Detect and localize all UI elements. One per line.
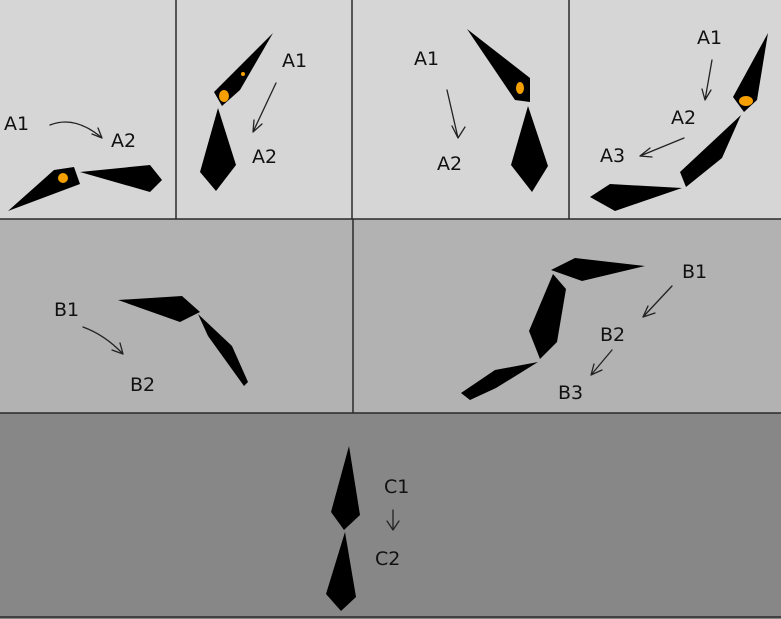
panel-a-1: A1 A2 (4, 113, 162, 211)
label-a2: A2 (437, 153, 462, 175)
eye-dot-small (241, 72, 245, 76)
label-b1: B1 (682, 261, 707, 283)
segment-b1 (551, 258, 645, 281)
label-b2: B2 (600, 324, 625, 346)
label-a3: A3 (600, 145, 625, 167)
segment-a1 (733, 33, 768, 112)
arrow-b1-b2 (642, 285, 673, 318)
label-a2: A2 (252, 146, 277, 168)
panel-c-1: C1 C2 (326, 446, 409, 611)
segment-c1 (331, 446, 360, 530)
segment-a1 (467, 29, 530, 102)
arrow-b1-b2 (82, 326, 124, 355)
arrow-c1-c2 (386, 509, 400, 531)
row-c-background (0, 413, 781, 619)
label-a2: A2 (111, 130, 136, 152)
eye-dot (739, 96, 753, 106)
arrow-a1-a2 (701, 59, 713, 101)
segment-b2 (529, 274, 566, 359)
label-a2: A2 (671, 107, 696, 129)
arrow-a1-a2 (252, 82, 277, 133)
panel-a-3: A1 A2 (414, 29, 548, 192)
eye-dot (58, 173, 68, 183)
arrow-b2-b3 (590, 349, 613, 376)
eye-dot (219, 90, 229, 102)
label-a1: A1 (282, 50, 307, 72)
label-b1: B1 (54, 299, 79, 321)
label-c1: C1 (384, 476, 409, 498)
segment-a1 (214, 33, 273, 106)
label-a1: A1 (414, 48, 439, 70)
panel-b-2: B1 B2 B3 (461, 258, 707, 404)
label-b3: B3 (558, 382, 583, 404)
segment-b1 (118, 296, 200, 322)
panel-a-2: A1 A2 (200, 33, 307, 191)
segment-a3 (590, 184, 682, 211)
segment-a2 (80, 165, 162, 192)
panel-b-1: B1 B2 (54, 296, 248, 396)
segment-a2 (511, 106, 548, 192)
eye-dot (516, 82, 524, 94)
label-a1: A1 (4, 113, 29, 135)
arrow-a1-a2 (446, 89, 466, 139)
label-b2: B2 (130, 374, 155, 396)
row-a-background (0, 0, 781, 219)
segment-c2 (326, 532, 356, 611)
arrow-a2-a3 (639, 137, 685, 158)
segment-a2 (680, 115, 741, 187)
label-a1: A1 (697, 27, 722, 49)
label-c2: C2 (375, 548, 400, 570)
segment-b2 (198, 314, 248, 386)
row-b-background (0, 219, 781, 413)
panel-a-4: A1 A2 A3 (590, 27, 768, 211)
arrow-a1-a2 (49, 121, 103, 139)
segment-b3 (461, 362, 538, 400)
segment-a2 (200, 108, 236, 191)
